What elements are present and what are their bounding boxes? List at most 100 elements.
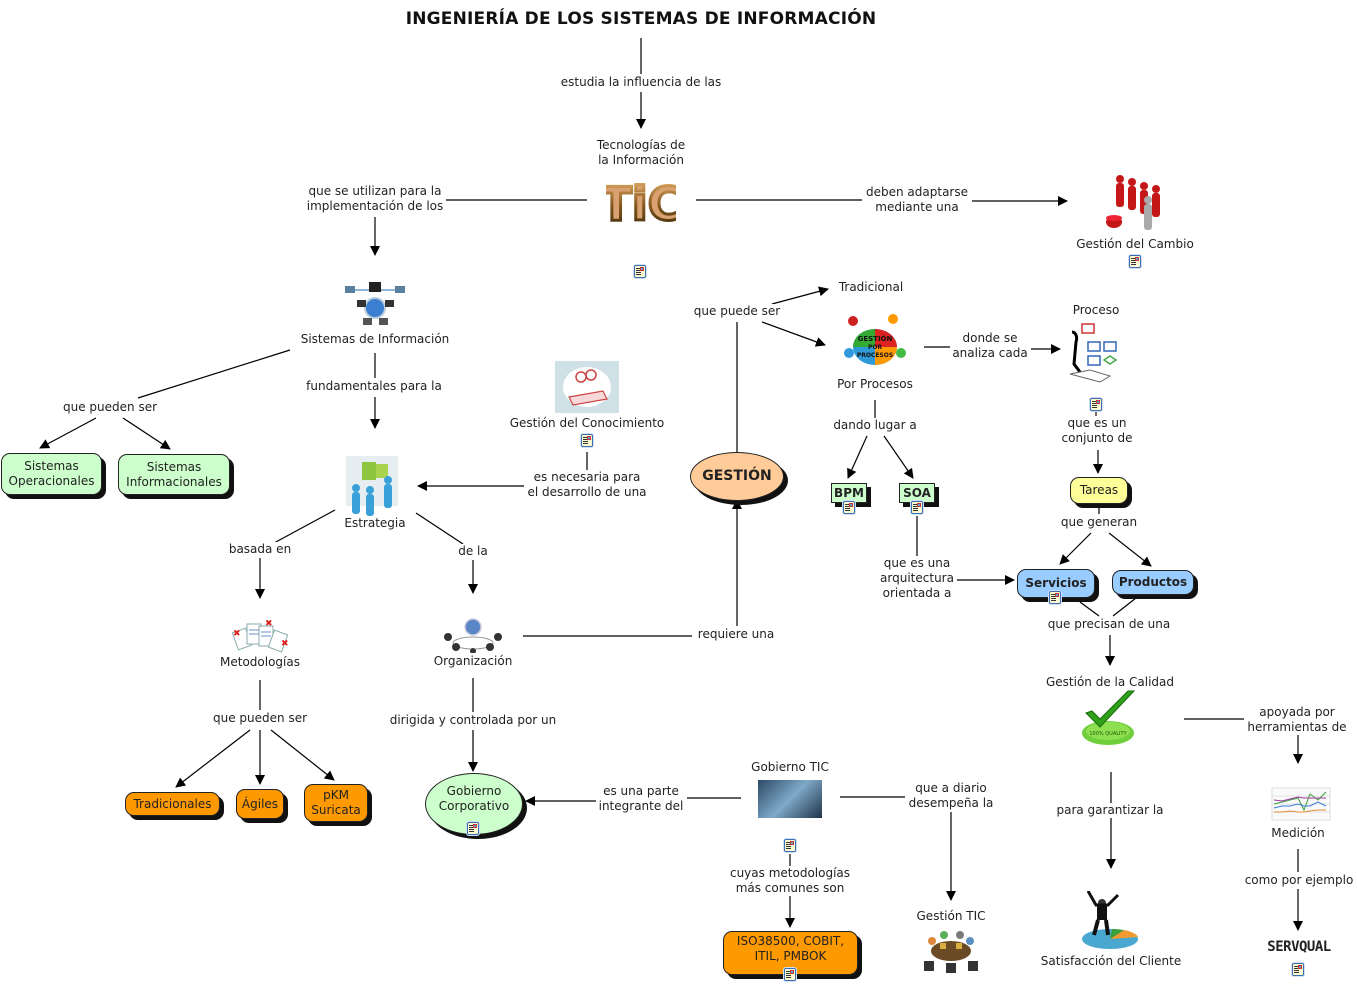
link-puedenser-tradicionales <box>175 729 251 788</box>
concept-gestion[interactable]: GESTIÓN <box>690 452 784 501</box>
phrase-line: que es una <box>883 556 951 570</box>
phrase-line: integrante del <box>598 799 684 813</box>
organization-meeting-icon[interactable] <box>440 617 506 654</box>
quality-seal-text: 100% QUALITY <box>1089 731 1127 737</box>
concept-servqual-logo[interactable]: SERVQUAL <box>1267 939 1331 955</box>
concept-gestion-tic[interactable]: Gestión TIC <box>916 909 986 923</box>
knowledge-management-image-icon[interactable] <box>555 361 619 413</box>
concept-tradicionales[interactable]: Tradicionales <box>125 792 220 816</box>
phrase-basada: basada en <box>226 542 294 557</box>
svg-text:✖: ✖ <box>265 619 273 629</box>
resource-icon[interactable] <box>1129 255 1141 268</box>
resource-icon[interactable] <box>1049 591 1061 604</box>
concept-agiles[interactable]: Ágiles <box>236 789 284 819</box>
process-management-image-icon[interactable]: GESTIÓN POR PROCESOS <box>843 313 907 377</box>
measurement-chart-icon[interactable] <box>1268 786 1332 824</box>
phrase-line: donde se <box>962 331 1018 345</box>
resource-icon[interactable] <box>1292 963 1304 976</box>
phrase-generan: que generan <box>1058 515 1140 530</box>
phrase-line: que es un <box>1067 416 1127 430</box>
phrase-estudia: estudia la influencia de las <box>558 75 724 90</box>
phrase-line: implementación de los <box>306 199 444 213</box>
phrase-de-la: de la <box>456 544 490 559</box>
phrase-fundamentales: fundamentales para la <box>304 379 444 394</box>
concept-gobierno-tic[interactable]: Gobierno TIC <box>751 760 829 774</box>
tic-logo-icon[interactable]: TiC <box>599 172 683 233</box>
resource-icon[interactable] <box>911 501 923 514</box>
link-si-puedenser <box>137 349 291 399</box>
quality-checkmark-icon[interactable]: 100% QUALITY <box>1078 689 1140 749</box>
concept-iso-cobit-itil-pmbok[interactable]: ISO38500, COBIT,ITIL, PMBOK <box>723 931 858 975</box>
phrase-line: mediante una <box>875 200 959 214</box>
resource-icon[interactable] <box>843 501 855 514</box>
link-dando-bpm <box>847 435 868 479</box>
concept-organizacion[interactable]: Organización <box>433 654 513 668</box>
concept-line: Gobierno <box>446 784 502 798</box>
concept-metodologias[interactable]: Metodologías <box>220 655 300 669</box>
link-estrategia-basada <box>273 509 336 544</box>
phrase-requiere: requiere una <box>695 627 777 642</box>
link-dando-soa <box>883 435 914 479</box>
concept-gestion-cambio[interactable]: Gestión del Cambio <box>1076 237 1194 251</box>
phrase-line: orientada a <box>882 586 952 600</box>
process-icon-text: POR <box>868 344 882 351</box>
concept-line: Sistemas <box>24 459 79 473</box>
it-governance-image-icon[interactable] <box>758 780 822 818</box>
concept-soa[interactable]: SOA <box>899 483 935 503</box>
concept-satisfaccion-cliente[interactable]: Satisfacción del Cliente <box>1040 954 1182 968</box>
concept-tareas[interactable]: Tareas <box>1070 477 1128 504</box>
it-management-meeting-icon[interactable] <box>920 927 982 975</box>
phrase-line: que se utilizan para la <box>308 184 442 198</box>
information-systems-network-icon[interactable] <box>343 280 407 330</box>
phrase-line: deben adaptarse <box>866 185 968 199</box>
concept-proceso[interactable]: Proceso <box>1072 303 1120 317</box>
change-management-image-icon[interactable] <box>1104 172 1166 234</box>
link-servicios-precisan <box>1079 601 1100 617</box>
resource-icon[interactable] <box>634 265 646 278</box>
concept-gestion-calidad[interactable]: Gestión de la Calidad <box>1045 675 1175 689</box>
process-flowchart-icon[interactable] <box>1066 320 1128 384</box>
concept-sistemas-informacion[interactable]: Sistemas de Información <box>300 332 450 346</box>
process-icon-text: GESTIÓN <box>858 334 893 343</box>
customer-satisfaction-icon[interactable] <box>1080 890 1142 953</box>
resource-icon[interactable] <box>1090 398 1102 411</box>
concept-bpm[interactable]: BPM <box>831 483 867 503</box>
link-puedenser-informacionales <box>122 417 171 450</box>
resource-icon[interactable] <box>581 434 593 447</box>
phrase-line: conjunto de <box>1061 431 1133 445</box>
phrase-dirigida: dirigida y controlada por un <box>387 713 559 728</box>
link-productos-precisan <box>1112 597 1137 617</box>
phrase-dando-lugar: dando lugar a <box>831 418 919 433</box>
concept-line: Corporativo <box>438 799 510 813</box>
concept-por-procesos[interactable]: Por Procesos <box>837 377 913 391</box>
concept-medicion[interactable]: Medición <box>1271 826 1325 840</box>
resource-icon[interactable] <box>784 839 796 852</box>
link-puedenser-operacionales <box>39 417 97 449</box>
strategy-team-puzzle-icon[interactable] <box>342 456 406 516</box>
concept-gestion-conocimiento[interactable]: Gestión del Conocimiento <box>509 416 665 430</box>
concept-tradicional[interactable]: Tradicional <box>838 280 904 294</box>
map-title: INGENIERÍA DE LOS SISTEMAS DE INFORMACIÓ… <box>405 9 877 29</box>
phrase-line: es una parte <box>603 784 679 798</box>
concept-line: Sistemas <box>146 459 202 474</box>
link-generan-productos <box>1108 532 1152 567</box>
tic-logo-text: TiC <box>606 177 676 231</box>
phrase-line: analiza cada <box>952 346 1028 360</box>
concept-line: Operacionales <box>8 474 95 488</box>
resource-icon[interactable] <box>784 968 796 981</box>
concept-productos[interactable]: Productos <box>1112 570 1194 595</box>
concept-line: ISO38500, COBIT, <box>736 934 845 948</box>
resource-icon[interactable] <box>467 822 479 835</box>
concept-estrategia[interactable]: Estrategia <box>344 516 406 530</box>
methodologies-documents-icon[interactable]: ✖✖✖ <box>229 618 291 656</box>
svg-text:✖: ✖ <box>281 639 289 649</box>
